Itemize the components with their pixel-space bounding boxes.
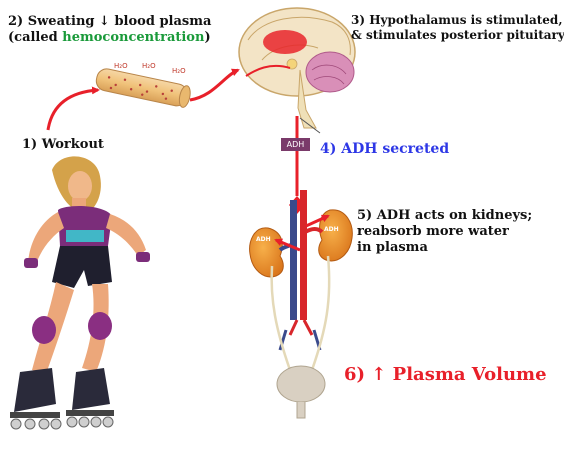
- step-2-line-2: (called hemoconcentration): [8, 30, 211, 46]
- adh-badge: ADH: [281, 138, 310, 151]
- bladder-illustration: [276, 365, 326, 419]
- hemoconcentration-term: hemoconcentration: [62, 30, 205, 45]
- step-5-line-1: 5) ADH acts on kidneys;: [357, 208, 533, 223]
- h2o-label: H₂O: [142, 62, 156, 70]
- kidney-adh-label: ADH: [324, 226, 339, 233]
- step-3-hypothalamus-label: 3) Hypothalamus is stimulated, & stimula…: [351, 13, 564, 43]
- kidney-illustration: [249, 190, 353, 371]
- down-arrow-icon: ↓: [99, 14, 110, 29]
- kidney-adh-label: ADH: [256, 236, 271, 243]
- step-2-line-2-suffix: ): [204, 30, 211, 45]
- step-6-plasma-volume-label: 6) ↑ Plasma Volume: [344, 364, 547, 385]
- step-2-line-2-prefix: (called: [8, 30, 63, 45]
- step-3-line-1: 3) Hypothalamus is stimulated,: [351, 13, 563, 27]
- step-4-adh-secreted-label: 4) ADH secreted: [320, 141, 450, 157]
- step-2-suffix: blood plasma: [114, 14, 212, 29]
- arrow-vessel-to-brain: [189, 68, 240, 102]
- step-5-line-3: in plasma: [357, 240, 428, 255]
- step-2-line-1: 2) Sweating ↓ blood plasma: [8, 14, 211, 30]
- step-3-line-2: & stimulates posterior pituitary: [351, 28, 564, 42]
- blood-vessel-illustration: [95, 68, 191, 108]
- step-2-sweating-label: 2) Sweating ↓ blood plasma (called hemoc…: [8, 14, 211, 46]
- step-2-prefix: 2) Sweating: [8, 14, 95, 29]
- arrow-workout-to-vessel: [46, 86, 100, 131]
- step-1-workout-label: 1) Workout: [22, 137, 104, 152]
- step-5-line-2: reabsorb more water: [357, 224, 509, 239]
- h2o-label: H₂O: [172, 67, 186, 75]
- step-5-kidneys-label: 5) ADH acts on kidneys; reabsorb more wa…: [357, 208, 532, 256]
- h2o-label: H₂O: [114, 62, 128, 70]
- brain-illustration: [238, 7, 356, 129]
- skater-illustration: [10, 156, 150, 430]
